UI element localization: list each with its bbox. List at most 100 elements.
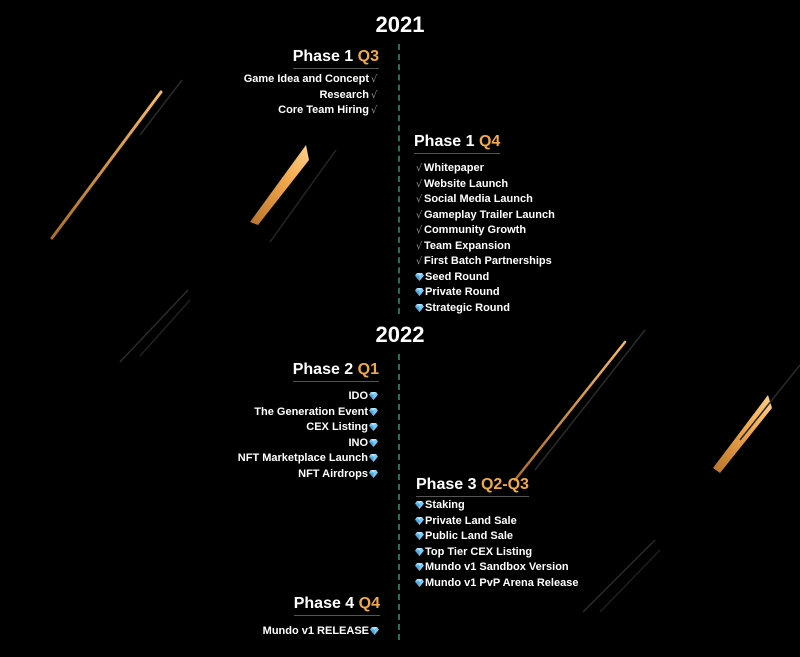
roadmap-item: Private Round (414, 285, 555, 301)
roadmap-item: Public Land Sale (414, 529, 578, 545)
diamond-gem-icon (415, 563, 424, 571)
phase-quarter: Q4 (358, 595, 380, 612)
roadmap-item: The Generation Event (238, 405, 379, 421)
roadmap-item-text: Mundo v1 PvP Arena Release (425, 576, 579, 589)
dark-streak (119, 289, 189, 363)
phase-items: Game Idea and Concept√Research√Core Team… (244, 72, 379, 119)
roadmap-item-text: Top Tier CEX Listing (425, 545, 533, 558)
check-icon: √ (415, 225, 423, 236)
roadmap-item: Mundo v1 PvP Arena Release (414, 576, 578, 592)
phase-quarter: Q2-Q3 (480, 476, 529, 493)
roadmap-item: √Whitepaper (414, 161, 555, 177)
roadmap-item-text: Private Round (425, 286, 500, 298)
roadmap-item-text: Game Idea and Concept (243, 73, 369, 85)
phase-quarter: Q4 (478, 133, 501, 150)
roadmap-item: √Gameplay Trailer Launch (414, 208, 555, 224)
roadmap-item-text: Research (319, 88, 369, 101)
roadmap-item: Core Team Hiring√ (244, 103, 379, 119)
roadmap-item: Mundo v1 Sandbox Version (414, 560, 578, 576)
diamond-gem-icon (415, 273, 424, 281)
diamond-gem-icon (369, 392, 378, 400)
phase-heading: Phase 1 Q3 (292, 48, 379, 69)
roadmap-item-text: CEX Listing (306, 421, 368, 433)
roadmap-item: INO (238, 436, 379, 452)
diamond-gem-icon (415, 501, 424, 509)
roadmap-item-text: NFT Marketplace Launch (237, 452, 368, 464)
phase-label: Phase 1 (414, 133, 475, 150)
phase-quarter: Q3 (357, 48, 379, 65)
year-heading: 2022 (375, 322, 425, 347)
phase-items: Mundo v1 RELEASE (263, 624, 380, 640)
year-heading: 2021 (375, 12, 425, 37)
roadmap-item: Staking (414, 498, 578, 514)
roadmap-item: Strategic Round (414, 301, 555, 317)
roadmap-item-text: Staking (425, 499, 465, 511)
check-icon: √ (415, 178, 423, 190)
check-icon: √ (370, 89, 378, 101)
roadmap-item: √Social Media Launch (414, 192, 555, 208)
roadmap-item-text: Gameplay Trailer Launch (424, 208, 555, 221)
roadmap-item: Game Idea and Concept√ (244, 72, 379, 88)
roadmap-item-text: Social Media Launch (424, 193, 533, 205)
roadmap-item-text: Public Land Sale (425, 530, 514, 542)
roadmap-item-text: IDO (348, 390, 368, 402)
roadmap-item-text: Private Land Sale (425, 514, 517, 527)
phase-items: √Whitepaper√Website Launch√Social Media … (414, 161, 555, 316)
diamond-gem-icon (415, 288, 424, 296)
dark-streak (139, 299, 191, 357)
roadmap-item: √Community Growth (414, 223, 555, 239)
dark-streak (739, 364, 800, 441)
roadmap-item: NFT Airdrops (238, 467, 379, 483)
check-icon: √ (370, 74, 378, 85)
roadmap-item: IDO (238, 389, 379, 405)
diamond-gem-icon (369, 423, 378, 431)
phase-label: Phase 4 (293, 595, 355, 612)
gold-streak (50, 90, 163, 240)
phase-label: Phase 2 (292, 361, 354, 378)
dark-streak (139, 79, 183, 136)
roadmap-item: Seed Round (414, 270, 555, 286)
diamond-gem-icon (415, 517, 424, 525)
diamond-gem-icon (369, 439, 378, 447)
phase-heading: Phase 1 Q4 (414, 133, 501, 154)
roadmap-item: Private Land Sale (414, 514, 578, 530)
diamond-gem-icon (415, 579, 424, 587)
diamond-gem-icon (369, 408, 378, 416)
roadmap-item-text: Mundo v1 Sandbox Version (425, 561, 569, 573)
check-icon: √ (370, 105, 378, 116)
roadmap-item-text: Seed Round (425, 270, 490, 283)
diamond-gem-icon (415, 532, 424, 540)
diamond-gem-icon (369, 470, 378, 478)
diamond-gem-icon (415, 304, 424, 312)
roadmap-item-text: INO (348, 436, 368, 449)
phase-label: Phase 3 (416, 476, 477, 493)
roadmap-item: Top Tier CEX Listing (414, 545, 578, 561)
phase-heading: Phase 4 Q4 (293, 595, 380, 616)
roadmap-item-text: The Generation Event (254, 405, 368, 418)
roadmap-item-text: Website Launch (424, 177, 509, 190)
check-icon: √ (415, 163, 423, 174)
roadmap-item-text: NFT Airdrops (298, 467, 368, 480)
roadmap-item: √Website Launch (414, 177, 555, 193)
check-icon: √ (415, 194, 423, 205)
gold-wedge (713, 395, 772, 473)
gold-wedge (250, 145, 309, 225)
dark-streak (534, 329, 646, 471)
roadmap-item: NFT Marketplace Launch (238, 451, 379, 467)
roadmap-item-text: Strategic Round (425, 301, 510, 314)
gold-streak (513, 340, 627, 482)
timeline-line-2022 (398, 354, 400, 640)
phase-label: Phase 1 (292, 48, 354, 65)
roadmap-item-text: Core Team Hiring (278, 104, 369, 116)
roadmap-item-text: First Batch Partnerships (424, 255, 552, 267)
phase-heading: Phase 3 Q2-Q3 (416, 476, 529, 497)
phase-quarter: Q1 (357, 361, 379, 378)
roadmap-item: √First Batch Partnerships (414, 254, 555, 270)
roadmap-item: CEX Listing (238, 420, 379, 436)
dark-streak (582, 539, 656, 613)
roadmap-item: Research√ (244, 88, 379, 104)
dark-streak (269, 149, 337, 243)
